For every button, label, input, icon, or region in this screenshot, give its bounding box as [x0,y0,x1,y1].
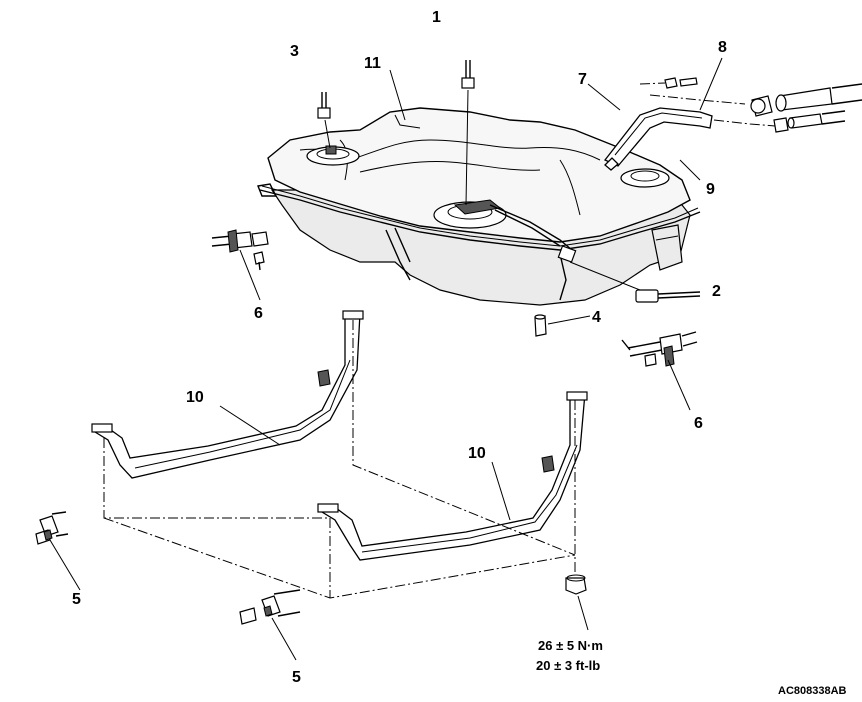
fuel-tank [257,107,701,306]
strap-left [91,310,364,479]
bolt-5-left [35,511,69,545]
connector-3 [317,92,331,149]
filler-hose-assembly [603,107,713,171]
label-2: 2 [712,283,721,300]
leaders [49,57,723,661]
connector-1 [461,60,475,206]
label-9: 9 [706,181,715,198]
grommet-4 [534,314,547,337]
inlet-hose-parts [664,77,862,133]
label-10-left: 10 [186,389,204,406]
pump-module-left [306,145,360,166]
torque-ftlb: 20 ± 3 ft-lb [536,658,600,673]
strap-right [317,391,588,561]
figure-code: AC808338AB [778,685,847,697]
label-7: 7 [578,71,587,88]
torque-nm: 26 ± 5 N·m [538,638,603,653]
label-3: 3 [290,43,299,60]
gauge-unit-right [620,168,670,188]
strap-mounting-lines [103,320,576,599]
label-6-right: 6 [694,415,703,432]
hose-center-lines [639,82,776,127]
label-5-left: 5 [72,591,81,608]
label-8: 8 [718,39,727,56]
hose-6-left [211,229,269,271]
label-10-right: 10 [468,445,486,462]
strap-nut [565,574,587,595]
hose-6-right [621,331,698,367]
label-11: 11 [364,55,381,72]
label-5-right: 5 [292,669,301,686]
connector-2 [569,261,701,303]
label-1: 1 [432,9,441,26]
pump-module-center [433,199,577,263]
bolt-5-right [239,589,301,625]
label-4: 4 [592,309,601,326]
label-6-left: 6 [254,305,263,322]
